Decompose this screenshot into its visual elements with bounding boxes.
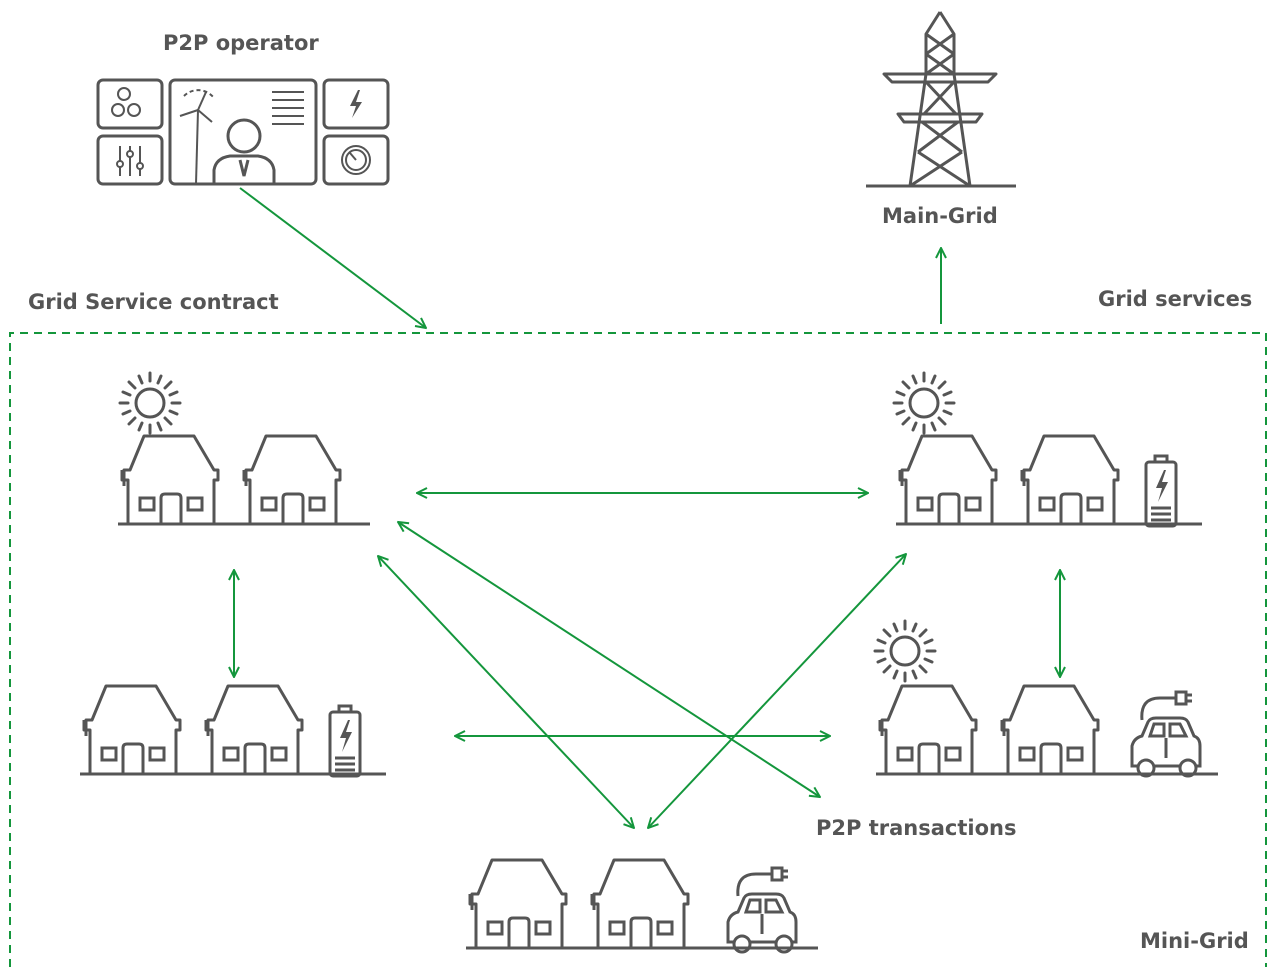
house-cluster-top-right bbox=[892, 371, 1202, 528]
lightning-icon bbox=[350, 90, 362, 118]
house-icon bbox=[878, 684, 978, 776]
transmission-tower-icon bbox=[866, 11, 1016, 188]
grid-services-label: Grid services bbox=[1098, 287, 1253, 311]
house-cluster-bottom bbox=[466, 858, 818, 954]
grid-service-contract-arrow bbox=[239, 187, 426, 328]
gauge-icon bbox=[341, 145, 371, 175]
house-icon bbox=[242, 434, 342, 526]
p2p-operator-label: P2P operator bbox=[163, 31, 319, 55]
p2p-arrow-diagonal-2 bbox=[378, 556, 634, 828]
house-icon bbox=[82, 684, 182, 776]
gears-icon bbox=[111, 87, 141, 117]
sun-icon bbox=[892, 371, 956, 435]
operator-dashboard-icon bbox=[96, 78, 390, 186]
house-cluster-middle-left bbox=[80, 684, 386, 778]
electric-car-icon bbox=[1130, 690, 1202, 778]
mini-grid-label: Mini-Grid bbox=[1140, 929, 1249, 953]
house-cluster-middle-right bbox=[873, 619, 1218, 778]
battery-icon bbox=[328, 704, 362, 778]
electric-car-icon bbox=[726, 866, 798, 954]
sun-icon bbox=[873, 619, 937, 683]
wind-turbine-icon bbox=[179, 89, 215, 185]
house-icon bbox=[1000, 684, 1100, 776]
house-icon bbox=[120, 434, 220, 526]
house-icon bbox=[204, 684, 304, 776]
sun-icon bbox=[118, 371, 182, 435]
house-icon bbox=[1020, 434, 1120, 526]
house-cluster-top-left bbox=[118, 371, 370, 526]
p2p-arrow-diagonal-3 bbox=[648, 554, 906, 828]
sliders-icon bbox=[116, 146, 144, 176]
grid-service-contract-label: Grid Service contract bbox=[28, 290, 279, 314]
p2p-arrow-diagonal-1 bbox=[398, 522, 820, 797]
house-icon bbox=[468, 858, 568, 950]
document-lines-icon bbox=[272, 91, 304, 125]
main-grid-label: Main-Grid bbox=[882, 204, 998, 228]
battery-icon bbox=[1144, 454, 1178, 528]
mini-grid-boundary bbox=[9, 332, 1267, 967]
house-icon bbox=[898, 434, 998, 526]
operator-person-icon bbox=[212, 118, 276, 184]
house-icon bbox=[590, 858, 690, 950]
